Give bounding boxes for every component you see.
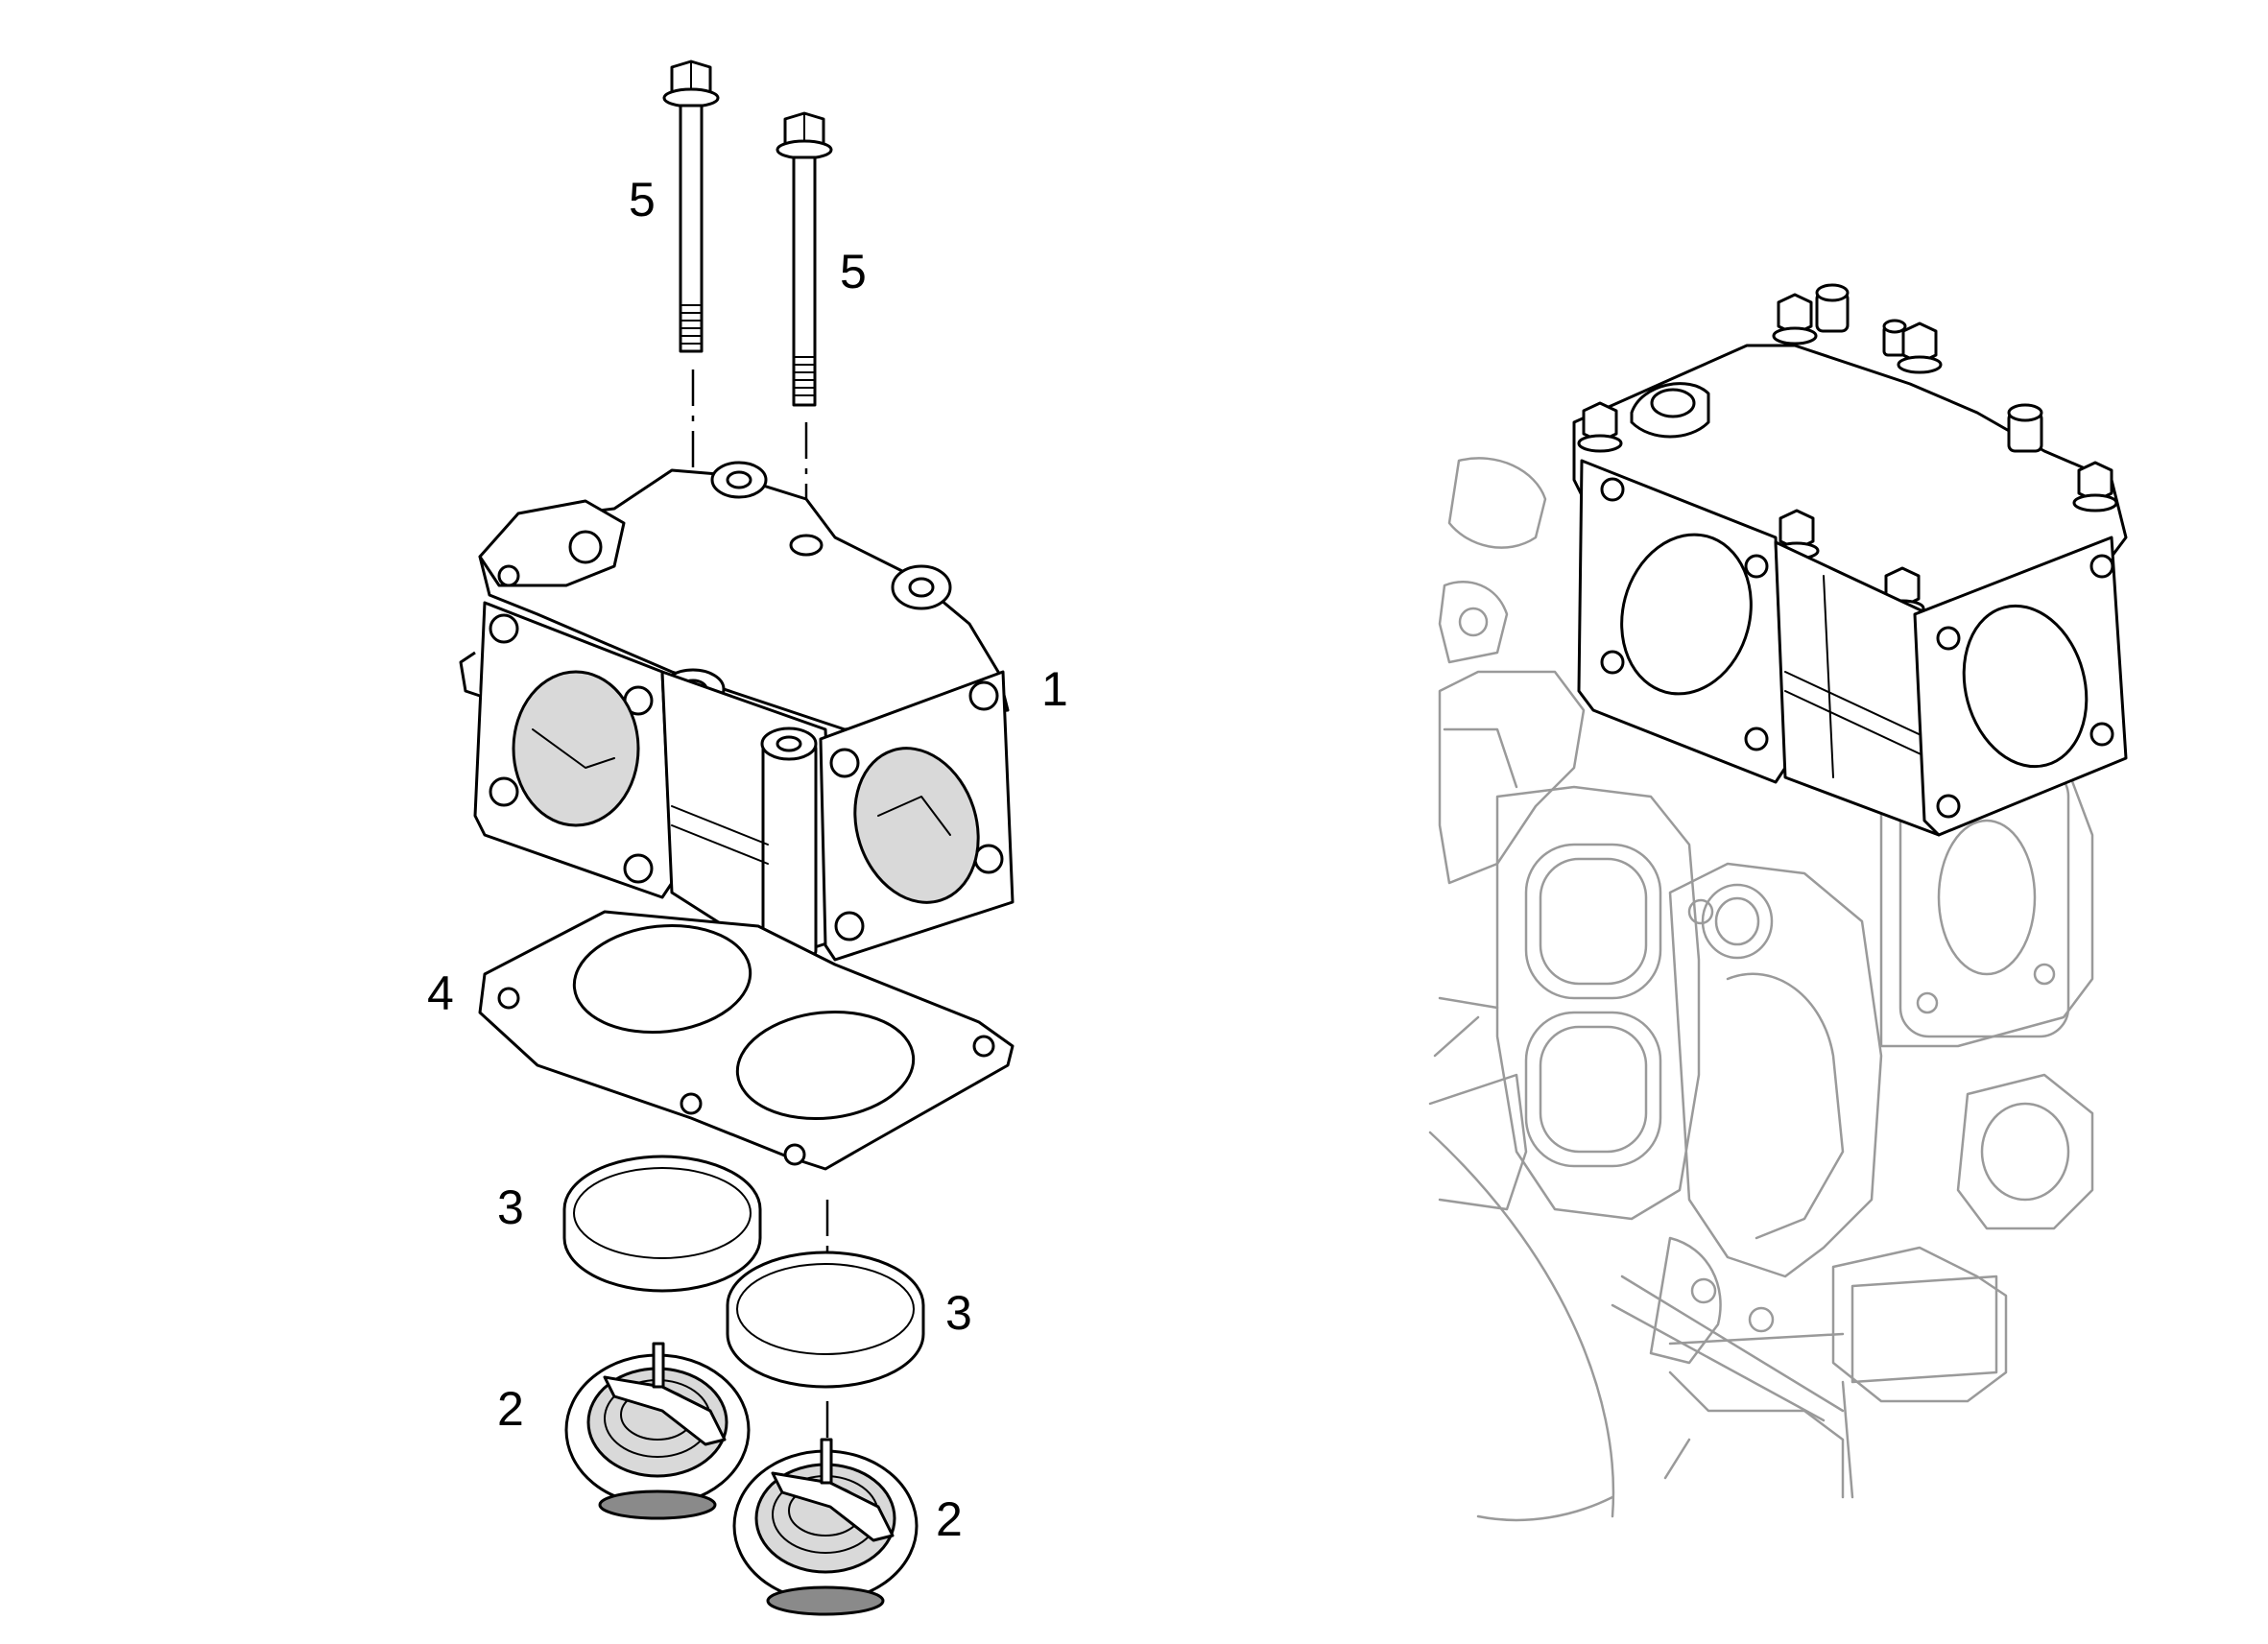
gasket [478,910,1015,1171]
installed-bolts [1577,283,2118,618]
callout-thermostat-left: 2 [497,1382,524,1436]
callout-housing: 1 [1041,662,1068,716]
callout-thermostat-right: 2 [936,1492,963,1546]
seal-ring-left [562,1155,762,1293]
thermostat-right [732,1438,919,1616]
callout-bolt-right: 5 [840,245,867,298]
thermostat-left [564,1342,751,1520]
installed-housing [1572,283,2128,837]
callout-gasket: 4 [427,966,454,1020]
installed-context-view [1428,283,2128,1522]
thermostat-housing [459,461,1015,962]
bolt-right [776,111,833,407]
callout-bolt-left: 5 [629,173,656,226]
callout-seal-ring-left: 3 [497,1180,524,1234]
callout-seal-ring-right: 3 [945,1286,972,1340]
seal-ring-right [726,1251,925,1389]
bolt-left [662,60,720,353]
